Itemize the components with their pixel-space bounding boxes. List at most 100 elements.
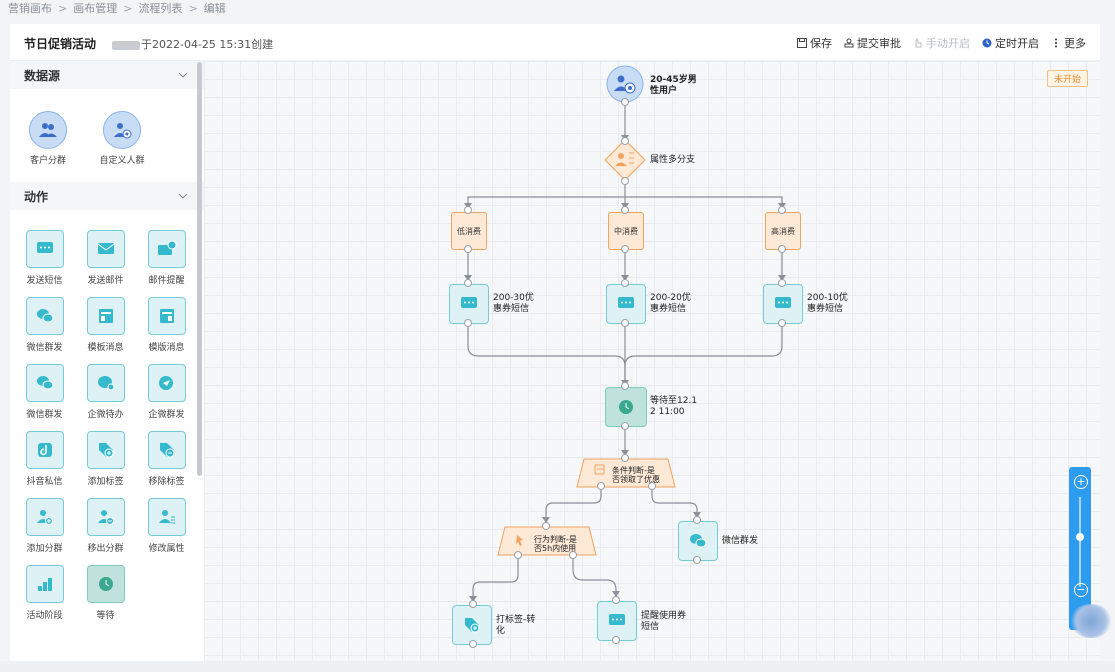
- submit-approval-button[interactable]: 提交审批: [844, 35, 901, 51]
- label-line: 否5h内使用: [534, 544, 577, 553]
- chevron-down-icon: [178, 72, 188, 78]
- label-line: 性用户: [650, 86, 678, 96]
- action-label: 等待: [96, 611, 115, 621]
- label-line: 20-45岁男: [650, 75, 697, 85]
- action-wecom-todo[interactable]: 企微待办: [75, 364, 136, 420]
- zoom-slider-knob[interactable]: [1076, 533, 1084, 541]
- datasource-section-header[interactable]: 数据源: [10, 61, 204, 89]
- bottom-strip: [0, 661, 1115, 672]
- custom-people-icon: [103, 111, 141, 149]
- sms-node-1-label: 200-30优惠券短信: [493, 293, 534, 315]
- branch-icon: [604, 139, 646, 181]
- label-line: 短信: [641, 622, 660, 632]
- clock-icon: [982, 38, 992, 48]
- sms-node-3[interactable]: [763, 284, 803, 324]
- breadcrumb: 营销画布>画布管理>流程列表>编辑: [8, 2, 226, 15]
- action-douyin-message[interactable]: 抖音私信: [14, 431, 75, 487]
- component-panel: 数据源 客户分群 自定义人群 动作 发送短信 发送邮件 邮件提醒 微信群发 模板…: [10, 61, 204, 661]
- timed-start-button[interactable]: 定时开启: [982, 35, 1039, 51]
- branch-mid-spend[interactable]: 中消费: [608, 212, 644, 250]
- action-send-sms[interactable]: 发送短信: [14, 230, 75, 286]
- condition-node-label: 条件判断-是否领取了优惠: [612, 466, 660, 484]
- people-icon: [29, 111, 67, 149]
- zoom-out-button[interactable]: −: [1074, 583, 1088, 597]
- actions-title: 动作: [24, 189, 49, 204]
- wait-node[interactable]: [605, 387, 647, 427]
- more-vertical-icon: [1055, 38, 1057, 48]
- datasource-custom-audience[interactable]: 自定义人群: [96, 111, 148, 166]
- more-button[interactable]: 更多: [1051, 35, 1086, 51]
- action-wait[interactable]: 等待: [75, 565, 136, 621]
- action-wechat-broadcast[interactable]: 微信群发: [14, 297, 75, 353]
- timed-start-label: 定时开启: [995, 37, 1039, 50]
- condition-node[interactable]: [576, 458, 676, 492]
- action-wechat-broadcast-2[interactable]: 微信群发: [14, 364, 75, 420]
- status-badge: 未开始: [1047, 70, 1089, 87]
- action-label: 添加标签: [87, 477, 124, 487]
- sms-icon: [461, 297, 477, 308]
- chevron-down-icon: [178, 193, 188, 199]
- tag-remove-icon: [147, 431, 186, 469]
- action-add-segment[interactable]: 添加分群: [14, 498, 75, 554]
- action-send-email[interactable]: 发送邮件: [75, 230, 136, 286]
- action-label: 邮件提醒: [148, 276, 185, 286]
- add-tag-node[interactable]: [452, 605, 492, 645]
- assistant-avatar[interactable]: [1070, 604, 1112, 638]
- creator-name-blurred: [112, 40, 140, 50]
- action-campaign-stage[interactable]: 活动阶段: [14, 565, 75, 621]
- hand-icon: [915, 38, 922, 48]
- zoom-control: + −: [1069, 467, 1091, 630]
- zoom-slider-track[interactable]: [1079, 497, 1081, 587]
- more-label: 更多: [1064, 37, 1086, 50]
- start-node-label: 20-45岁男性用户: [650, 75, 697, 97]
- label-line: 200-20优: [650, 293, 691, 303]
- action-email-reminder[interactable]: 邮件提醒: [136, 230, 197, 286]
- label-line: 否领取了优惠: [612, 475, 660, 484]
- wechat-broadcast-node[interactable]: [678, 521, 718, 561]
- save-button[interactable]: 保存: [797, 35, 832, 51]
- branch-low-spend[interactable]: 低消费: [451, 212, 487, 250]
- save-label: 保存: [810, 37, 832, 50]
- created-time: 于2022-04-25 15:31创建: [141, 38, 274, 51]
- reminder-sms-node[interactable]: [597, 601, 637, 641]
- label-line: 行为判断-是: [534, 535, 577, 544]
- zoom-in-button[interactable]: +: [1074, 475, 1088, 489]
- clock-icon: [619, 400, 633, 414]
- behavior-shape: [497, 526, 597, 556]
- actions-grid: 发送短信 发送邮件 邮件提醒 微信群发 模板消息 模版消息 微信群发 企微待办 …: [10, 210, 204, 621]
- sms-node-1[interactable]: [449, 284, 489, 324]
- breadcrumb-item[interactable]: 画布管理: [73, 2, 118, 15]
- manual-start-button[interactable]: 手动开启: [913, 35, 970, 51]
- wecom-todo-icon: [86, 364, 125, 402]
- action-label: 企微待办: [87, 410, 124, 420]
- sidebar-scrollbar[interactable]: [197, 62, 202, 476]
- tag-add-icon: [86, 431, 125, 469]
- action-remove-tag[interactable]: 移除标签: [136, 431, 197, 487]
- flow-canvas[interactable]: [204, 61, 1100, 661]
- actions-section-header[interactable]: 动作: [10, 182, 204, 210]
- action-label: 活动阶段: [26, 611, 63, 621]
- attribute-branch-label: 属性多分支: [650, 155, 696, 165]
- stamp-icon: [844, 38, 854, 48]
- behavior-node[interactable]: [497, 526, 597, 560]
- breadcrumb-item[interactable]: 流程列表: [138, 2, 183, 15]
- breadcrumb-item[interactable]: 营销画布: [8, 2, 52, 15]
- action-label: 移除标签: [148, 477, 185, 487]
- attribute-branch-node[interactable]: [604, 139, 646, 185]
- branch-high-spend[interactable]: 高消费: [765, 212, 801, 250]
- submit-approval-label: 提交审批: [857, 37, 901, 50]
- action-modify-attribute[interactable]: 修改属性: [136, 498, 197, 554]
- datasource-customer-segment[interactable]: 客户分群: [22, 111, 74, 166]
- action-wecom-broadcast[interactable]: 企微群发: [136, 364, 197, 420]
- action-template-message[interactable]: 模板消息: [75, 297, 136, 353]
- sms-node-2[interactable]: [606, 284, 646, 324]
- add-tag-label: 打标签-转化: [496, 615, 535, 637]
- start-node-audience[interactable]: [606, 65, 646, 109]
- save-icon: [797, 38, 807, 48]
- action-add-tag[interactable]: 添加标签: [75, 431, 136, 487]
- template-icon: [86, 297, 125, 335]
- action-remove-segment[interactable]: 移出分群: [75, 498, 136, 554]
- sms-node-2-label: 200-20优惠券短信: [650, 293, 691, 315]
- action-template-message-2[interactable]: 模版消息: [136, 297, 197, 353]
- header-bar: 节日促销活动 于2022-04-25 15:31创建 保存 提交审批 手动开启 …: [10, 24, 1100, 61]
